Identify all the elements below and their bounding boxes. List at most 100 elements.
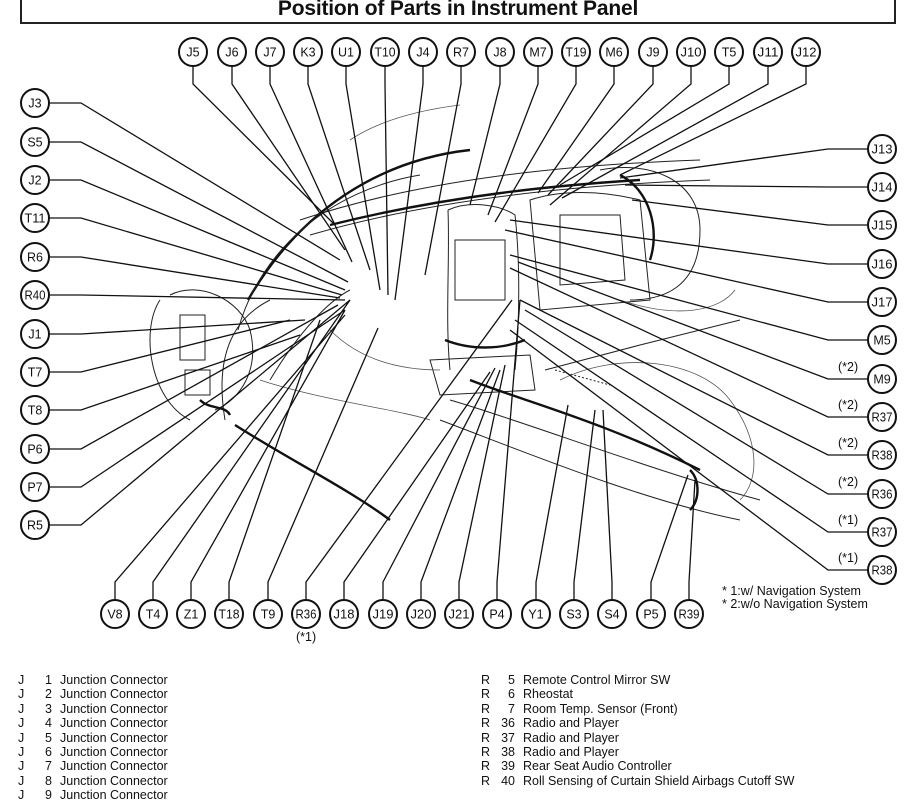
legend-number: 4: [45, 716, 52, 731]
callout-right-r38[interactable]: R38: [867, 555, 897, 585]
callout-bottom-s3[interactable]: S3: [559, 599, 589, 629]
callout-left-p6[interactable]: P6: [20, 434, 50, 464]
callout-right-m5[interactable]: M5: [867, 325, 897, 355]
callout-top-t19[interactable]: T19: [561, 37, 591, 67]
callout-label: R36: [872, 488, 893, 502]
leader-line: [269, 66, 353, 263]
callout-top-t5[interactable]: T5: [714, 37, 744, 67]
callout-top-j8[interactable]: J8: [485, 37, 515, 67]
callout-top-r7[interactable]: R7: [446, 37, 476, 67]
callout-left-j1[interactable]: J1: [20, 319, 50, 349]
callout-bottom-r36[interactable]: R36: [291, 599, 321, 629]
leader-line: [49, 319, 291, 373]
callout-bottom-t9[interactable]: T9: [253, 599, 283, 629]
leader-line: [519, 299, 868, 456]
legend-description: Junction Connector: [60, 701, 168, 716]
callout-left-r6[interactable]: R6: [20, 242, 50, 272]
callout-top-j10[interactable]: J10: [676, 37, 706, 67]
callout-left-t11[interactable]: T11: [20, 203, 50, 233]
callout-bottom-j20[interactable]: J20: [406, 599, 436, 629]
callout-left-r5[interactable]: R5: [20, 510, 50, 540]
legend-prefix: J: [18, 788, 25, 803]
callout-bottom-p4[interactable]: P4: [482, 599, 512, 629]
leader-line: [631, 199, 868, 226]
callout-bottom-j21[interactable]: J21: [444, 599, 474, 629]
callout-bottom-r39[interactable]: R39: [674, 599, 704, 629]
callout-top-j11[interactable]: J11: [753, 37, 783, 67]
callout-bottom-t18[interactable]: T18: [214, 599, 244, 629]
callout-bottom-z1[interactable]: Z1: [176, 599, 206, 629]
callout-right-j15[interactable]: J15: [867, 210, 897, 240]
callout-right-j13[interactable]: J13: [867, 134, 897, 164]
legend-number: 39: [501, 759, 515, 774]
callout-label: J13: [872, 143, 893, 157]
callout-right-j17[interactable]: J17: [867, 287, 897, 317]
leader-line: [49, 256, 341, 299]
callout-left-s5[interactable]: S5: [20, 127, 50, 157]
callout-right-r37[interactable]: R37: [867, 402, 897, 432]
callout-right-j16[interactable]: J16: [867, 249, 897, 279]
callout-top-m6[interactable]: M6: [599, 37, 629, 67]
callout-left-r40[interactable]: R40: [20, 280, 50, 310]
callout-circle: [20, 242, 50, 272]
legend-prefix: J: [18, 716, 25, 731]
callout-top-j9[interactable]: J9: [638, 37, 668, 67]
legend-prefix: J: [18, 759, 25, 774]
leader-line: [535, 404, 569, 600]
callout-top-k3[interactable]: K3: [293, 37, 323, 67]
callout-right-r37[interactable]: R37: [867, 517, 897, 547]
callout-top-t10[interactable]: T10: [370, 37, 400, 67]
callout-top-j7[interactable]: J7: [255, 37, 285, 67]
callout-left-j3[interactable]: J3: [20, 88, 50, 118]
leader-line: [514, 319, 868, 533]
callout-left-j2[interactable]: J2: [20, 165, 50, 195]
callout-left-t7[interactable]: T7: [20, 357, 50, 387]
leader-line: [494, 66, 577, 223]
callout-note: (*2): [838, 360, 858, 374]
callout-circle: [20, 280, 50, 310]
callout-left-p7[interactable]: P7: [20, 472, 50, 502]
callout-right-r38[interactable]: R38: [867, 440, 897, 470]
legend-number: 40: [501, 773, 515, 788]
leader-line: [602, 409, 613, 600]
callout-top-j6[interactable]: J6: [217, 37, 247, 67]
callout-bottom-t4[interactable]: T4: [138, 599, 168, 629]
leader-line: [688, 479, 696, 600]
callout-bottom-j18[interactable]: J18: [329, 599, 359, 629]
callout-circle: [867, 555, 897, 585]
callout-top-m7[interactable]: M7: [523, 37, 553, 67]
callout-right-r36[interactable]: R36: [867, 479, 897, 509]
callout-circle: [867, 172, 897, 202]
instrument-panel-diagram: J5 J6 J7 K3 U1 T10 J4 R7 J8 M7 T19 M6 J9 J10 T5 J11 J12J…: [20, 37, 897, 644]
callout-label: J15: [872, 219, 893, 233]
leader-line: [549, 66, 692, 206]
callout-right-j14[interactable]: J14: [867, 172, 897, 202]
callout-bottom-y1[interactable]: Y1: [521, 599, 551, 629]
callout-bottom-j19[interactable]: J19: [368, 599, 398, 629]
callout-top-j4[interactable]: J4: [408, 37, 438, 67]
callout-left-t8[interactable]: T8: [20, 395, 50, 425]
legend-prefix: R: [481, 759, 491, 774]
callout-circle: [867, 134, 897, 164]
callout-circle: [867, 517, 897, 547]
callout-circle: [485, 37, 515, 67]
callout-bottom-s4[interactable]: S4: [597, 599, 627, 629]
callout-circle: [331, 37, 361, 67]
footnotes: * 1:w/ Navigation System * 2:w/o Navigat…: [722, 585, 868, 611]
callout-right-m9[interactable]: M9: [867, 364, 897, 394]
callout-top-j5[interactable]: J5: [178, 37, 208, 67]
callout-circle: [446, 37, 476, 67]
callout-bottom-v8[interactable]: V8: [100, 599, 130, 629]
callout-circle: [20, 357, 50, 387]
leader-line: [49, 294, 346, 301]
leader-line: [524, 309, 868, 495]
legend-description: Junction Connector: [60, 788, 168, 803]
callout-bottom-p5[interactable]: P5: [636, 599, 666, 629]
callout-top-u1[interactable]: U1: [331, 37, 361, 67]
legend-number: 36: [501, 716, 515, 731]
callout-top-j12[interactable]: J12: [791, 37, 821, 67]
leader-line: [509, 329, 868, 571]
